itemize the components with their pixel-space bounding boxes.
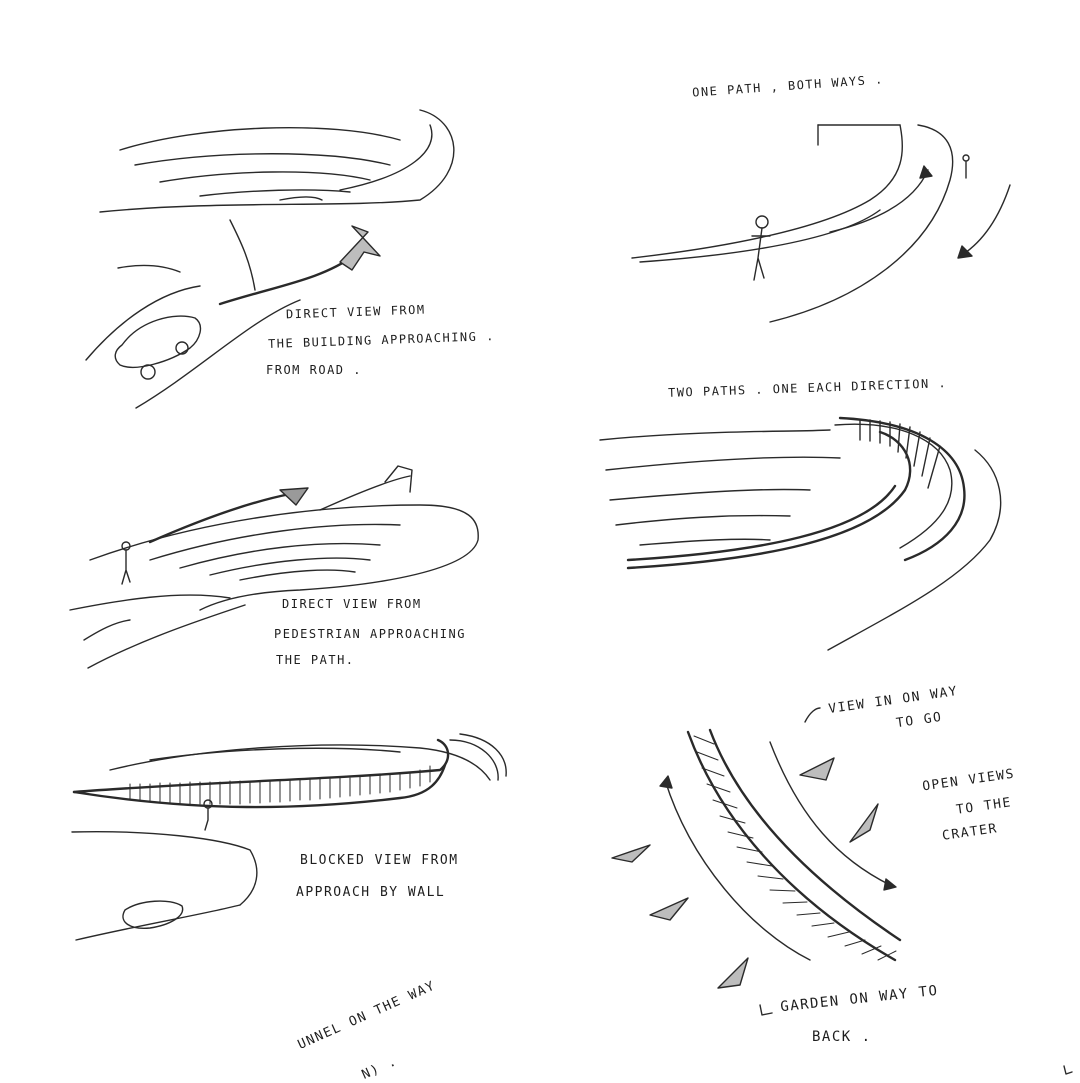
label-direct-ped-2: PEDESTRIAN APPROACHING: [274, 627, 466, 641]
arrow-view-in: [799, 757, 835, 781]
corner-mark: [1063, 1065, 1073, 1075]
label-direct-ped-1: DIRECT VIEW FROM: [282, 597, 422, 611]
label-direct-ped-3: THE PATH.: [276, 653, 355, 667]
label-direct-building-3: FROM ROAD .: [266, 363, 362, 377]
arrow-garden-3: [717, 957, 749, 989]
sketch-pedestrian-approach: [69, 465, 479, 669]
sketch-road-approach: [85, 109, 455, 409]
label-blocked-2: APPROACH BY WALL: [296, 885, 446, 900]
sketch-plan-views: [611, 707, 902, 1016]
arrow-view-pedestrian: [279, 487, 309, 506]
sketch-two-paths: [599, 416, 1002, 651]
sketch-one-path: [631, 124, 1011, 323]
label-blocked-1: BLOCKED VIEW FROM: [300, 853, 459, 868]
sketch-blocked-view: [71, 733, 507, 941]
arrow-garden-2: [649, 897, 689, 921]
arrow-open-view: [849, 803, 879, 843]
label-garden-2: BACK .: [812, 1029, 872, 1045]
arrow-garden-1: [611, 844, 651, 863]
arrow-view-building: [339, 225, 381, 271]
